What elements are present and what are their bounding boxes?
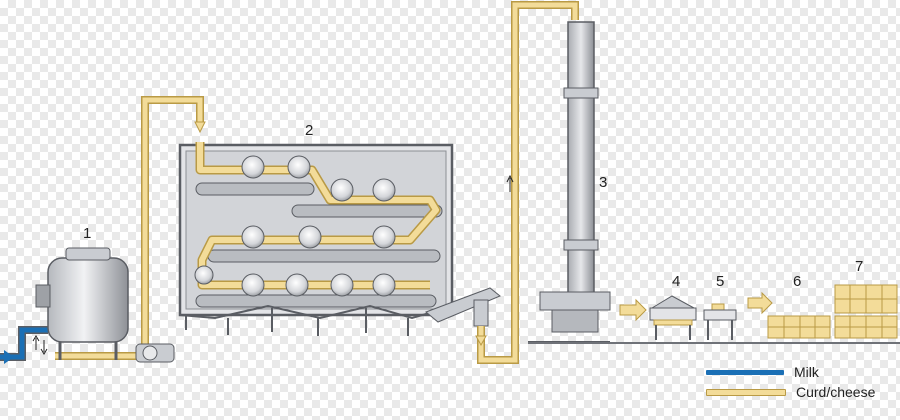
block-former-tower [528,21,611,343]
vacuum-sealer [703,303,737,340]
legend-curd-label: Curd/cheese [796,384,876,400]
legend-curd-swatch [706,388,786,396]
legend-milk: Milk [706,364,819,380]
milk-inlet-arrow [4,350,14,364]
station-label-4: 4 [672,273,681,290]
station-label-3: 3 [599,174,608,191]
flow-arrows [619,291,773,322]
curd-inlet-arrow [194,121,206,134]
bagging-machine [649,295,697,340]
station-label-5: 5 [716,273,725,290]
station-label-1: 1 [83,225,92,242]
legend-milk-swatch [706,369,784,375]
station-label-7: 7 [855,258,864,275]
pallet-cartons [834,284,898,339]
cheese-vat [35,247,129,360]
cheese-blocks [767,315,831,339]
station-label-6: 6 [793,273,802,290]
legend-curd: Curd/cheese [706,384,875,400]
legend-milk-label: Milk [794,364,819,380]
disc-row-2 [241,225,396,249]
curd-pipe-2-3 [475,1,579,364]
pump [135,343,175,363]
disc-row-3 [194,265,396,297]
disc-row-1 [241,155,396,202]
drain-nozzles [185,308,409,336]
station-label-2: 2 [305,122,314,139]
draining-machine [178,142,501,336]
milk-pipe [0,326,48,364]
